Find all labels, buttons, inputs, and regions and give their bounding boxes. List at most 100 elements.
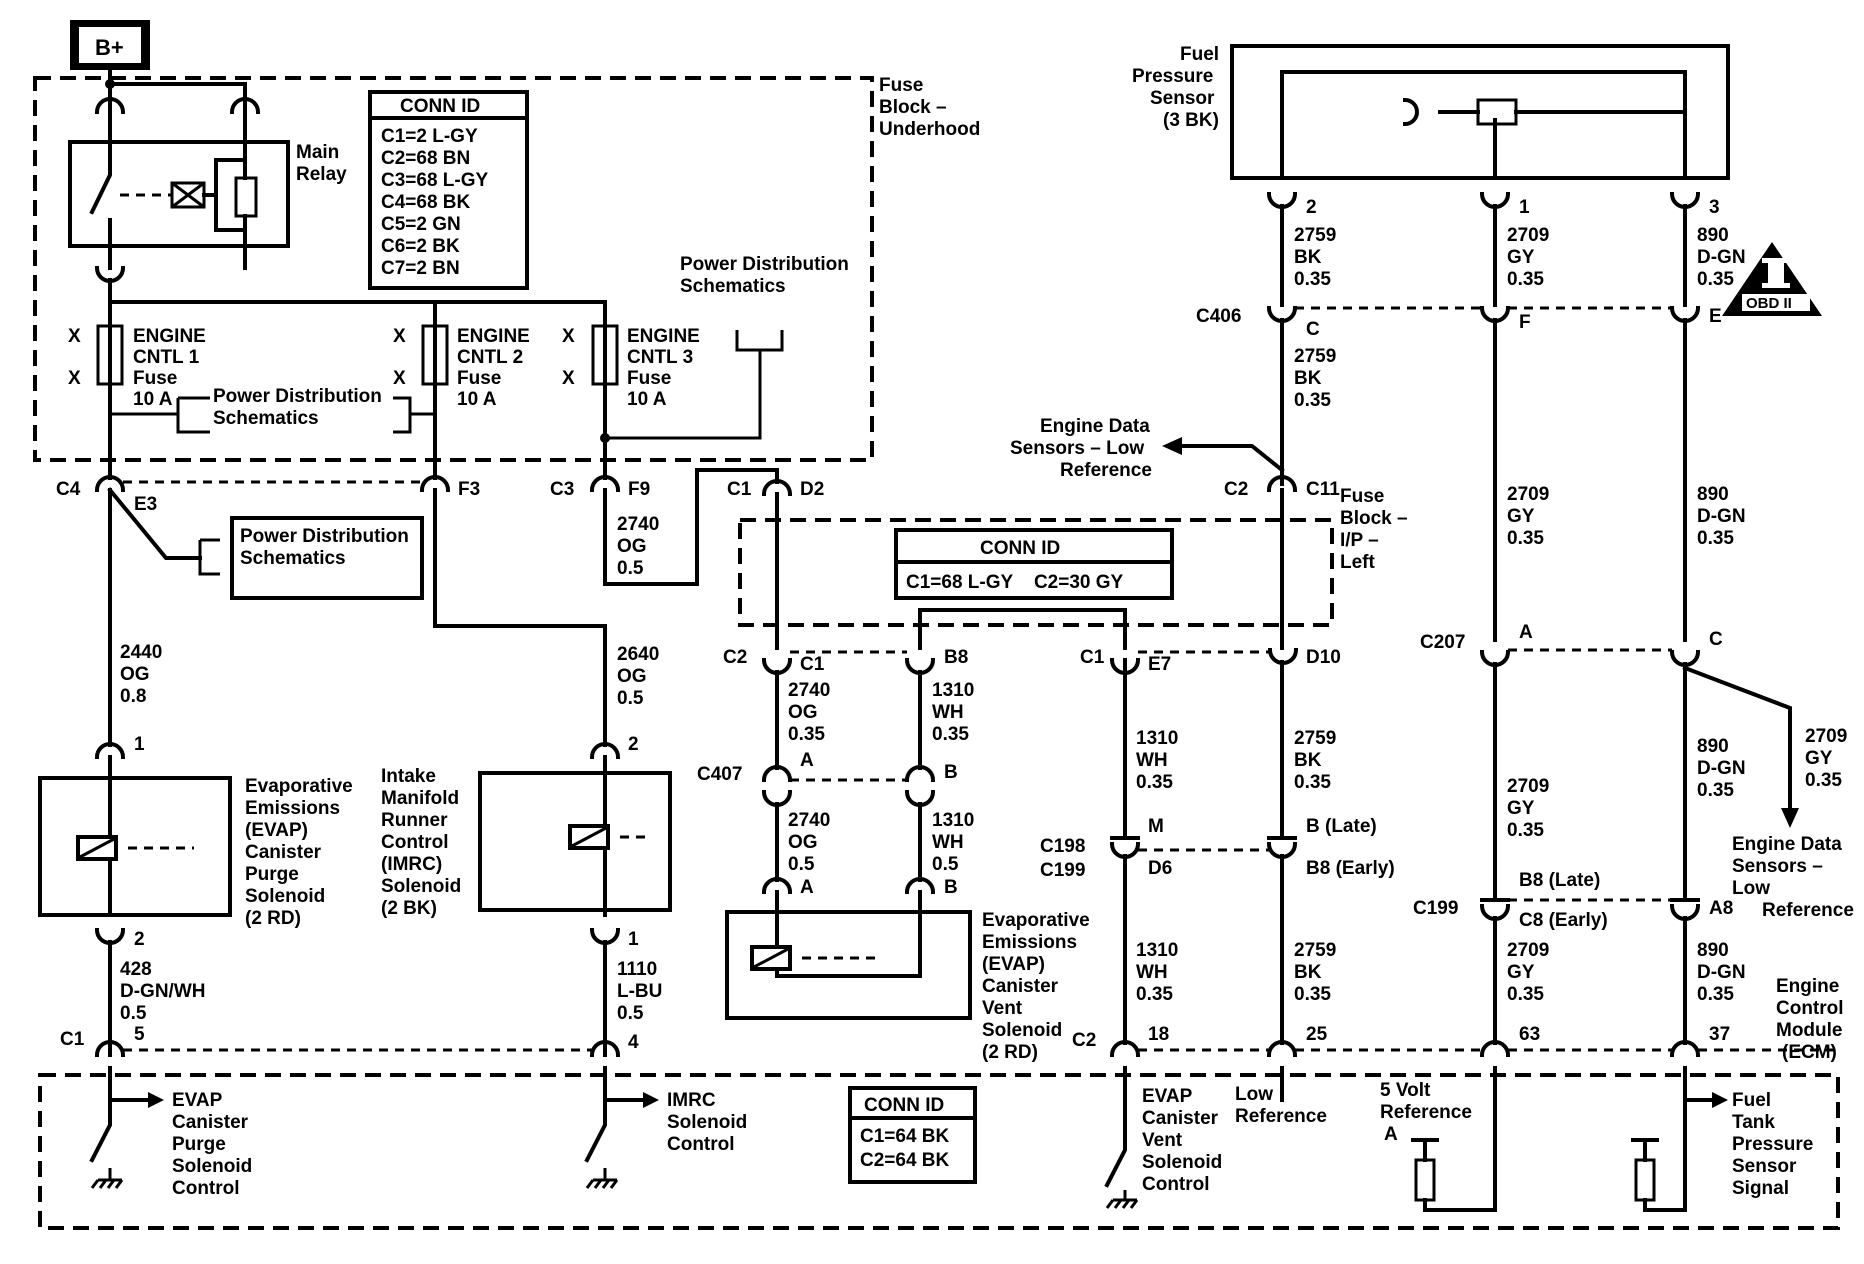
svg-text:Solenoid: Solenoid [667,1112,747,1133]
svg-text:X: X [562,326,575,347]
svg-text:E: E [1709,306,1722,327]
svg-text:GY: GY [1507,247,1535,268]
ecm-connector-c1: C1 [60,1029,85,1050]
wire-2709-low: 2709 [1507,776,1549,797]
svg-text:0.35: 0.35 [1294,269,1331,290]
svg-text:X: X [393,326,406,347]
svg-text:Engine Data: Engine Data [1040,416,1150,437]
svg-text:Block –: Block – [1340,508,1408,529]
svg-text:WH: WH [932,832,964,853]
connector-c407: C407 [697,764,742,785]
svg-text:10 A: 10 A [627,389,667,410]
conn-id-table-3: CONN ID C1=64 BK C2=64 BK [848,1086,977,1184]
svg-text:B8 (Early): B8 (Early) [1306,858,1395,879]
wire-1310-ecm: 1310 [1136,728,1178,749]
svg-text:X: X [393,368,406,389]
wire-890-top: 890 [1697,225,1729,246]
svg-text:BK: BK [1294,368,1322,389]
svg-text:D2: D2 [800,479,824,500]
svg-text:1310: 1310 [932,810,974,831]
connector-c2-ip-2: C2 [1224,479,1248,500]
power-distribution-ref-2: Power Distribution Schematics [680,254,849,297]
svg-text:Vent: Vent [1142,1130,1183,1151]
svg-text:(IMRC): (IMRC) [381,854,442,875]
svg-text:C3=68 L-GY: C3=68 L-GY [381,170,489,191]
svg-text:Emissions: Emissions [982,932,1077,953]
svg-text:Purge: Purge [245,864,299,885]
svg-text:GY: GY [1805,748,1833,769]
svg-text:BK: BK [1294,247,1322,268]
svg-text:Fuse: Fuse [879,75,923,96]
svg-text:Fuse: Fuse [457,368,501,389]
svg-text:0.5: 0.5 [932,854,959,875]
fuse-engine-cntl-2: X X ENGINE CNTL 2 Fuse 10 A [393,324,530,410]
conn-id-table-1: CONN ID C1=2 L-GY C2=68 BN C3=68 L-GY C4… [368,90,529,290]
svg-text:Schematics: Schematics [680,276,786,297]
connector-c1-ip: C1 [1080,647,1105,668]
svg-text:Reference: Reference [1060,460,1152,481]
svg-text:Relay: Relay [296,164,347,185]
svg-text:Schematics: Schematics [213,408,319,429]
evap-canister-purge-solenoid: Evaporative Emissions (EVAP) Canister Pu… [38,755,353,929]
svg-text:OG: OG [788,832,818,853]
svg-text:1: 1 [134,734,145,755]
svg-text:Fuse: Fuse [1340,486,1384,507]
svg-text:(3 BK): (3 BK) [1163,110,1219,131]
svg-text:X: X [68,326,81,347]
svg-text:Tank: Tank [1732,1112,1775,1133]
svg-text:BK: BK [1294,962,1322,983]
svg-text:(2 RD): (2 RD) [245,908,301,929]
svg-text:2: 2 [628,734,639,755]
ecm-5-volt-reference: 5 Volt Reference A [1380,1066,1497,1212]
connector-c199: C199 [1040,860,1085,881]
svg-text:0.35: 0.35 [1507,528,1544,549]
svg-text:(EVAP): (EVAP) [245,820,308,841]
svg-text:0.35: 0.35 [1294,984,1331,1005]
svg-text:Low: Low [1235,1084,1273,1105]
svg-text:Solenoid: Solenoid [982,1020,1062,1041]
svg-text:C4=68 BK: C4=68 BK [381,192,471,213]
svg-text:B: B [944,762,958,783]
engine-data-sensors-low-ref-1: Engine Data Sensors – Low Reference [1010,416,1285,481]
svg-text:Power Distribution: Power Distribution [213,386,382,407]
ecm-boundary [38,1073,1840,1230]
main-relay-label: Main [296,142,339,163]
svg-text:Underhood: Underhood [879,119,980,140]
svg-text:0.35: 0.35 [1507,984,1544,1005]
wire-2709-top: 2709 [1507,225,1549,246]
svg-text:3: 3 [1709,197,1720,218]
svg-text:Evaporative: Evaporative [982,910,1090,931]
svg-text:EVAP: EVAP [172,1090,223,1111]
svg-text:Reference: Reference [1762,900,1854,921]
svg-text:10 A: 10 A [133,389,173,410]
battery-terminal: B+ [70,20,150,89]
battery-label: B+ [95,35,124,60]
svg-text:Sensors – Low: Sensors – Low [1010,438,1144,459]
svg-text:C1=68 L-GY C2=30 GY: C1=68 L-GY C2=30 GY [906,572,1124,593]
ecm-label: Engine Control Module (ECM) [1776,976,1844,1063]
svg-text:Evaporative: Evaporative [245,776,353,797]
pin-e3: E3 [134,494,157,515]
svg-text:0.5: 0.5 [617,558,644,579]
svg-text:C8 (Early): C8 (Early) [1519,910,1608,931]
wire-1310-ip: 1310 [932,680,974,701]
svg-text:A: A [1384,1124,1398,1145]
svg-text:Control: Control [381,832,449,853]
svg-text:Engine: Engine [1776,976,1839,997]
svg-text:Control: Control [667,1134,735,1155]
svg-text:(EVAP): (EVAP) [982,954,1045,975]
wire-2440-circuit: 2440 [120,642,162,663]
svg-text:Pressure: Pressure [1132,66,1213,87]
svg-text:0.35: 0.35 [1136,984,1173,1005]
svg-text:Canister: Canister [245,842,322,863]
power-distribution-ref-3: Power Distribution Schematics [230,516,424,600]
svg-text:B (Late): B (Late) [1306,816,1377,837]
svg-text:A: A [800,750,814,771]
svg-text:2759: 2759 [1294,940,1336,961]
connector-c1-top: C1 [727,479,752,500]
svg-text:Emissions: Emissions [245,798,340,819]
svg-text:E7: E7 [1148,654,1171,675]
svg-text:CONN ID: CONN ID [980,538,1060,559]
engine-data-sensors-low-ref-2: Engine Data Sensors – Low Reference [1732,834,1854,921]
